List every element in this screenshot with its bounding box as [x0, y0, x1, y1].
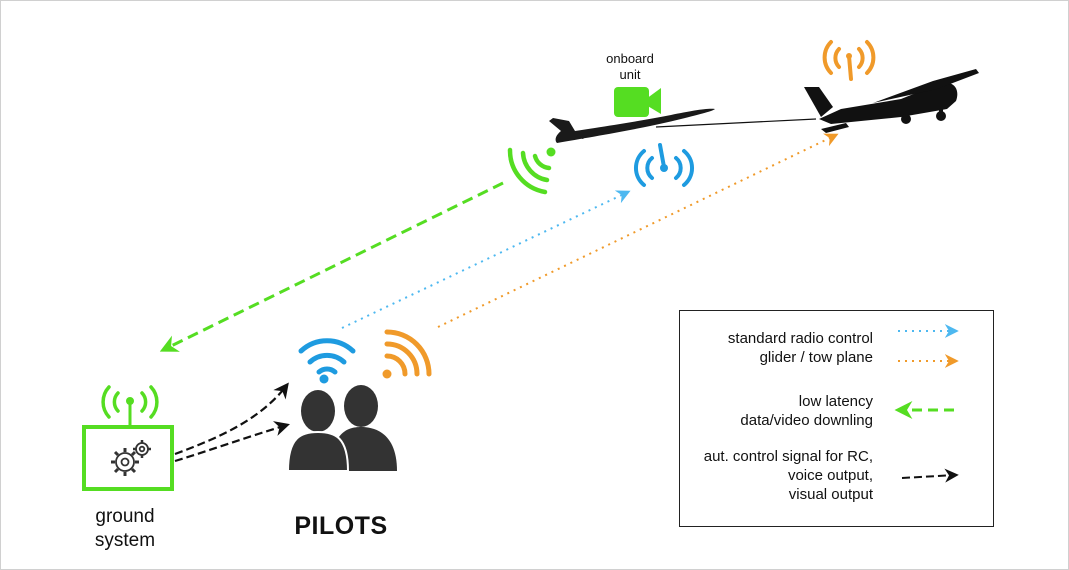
ground-system-label: ground system: [75, 505, 175, 553]
legend-entry-radio-line-1: standard radio control: [727, 330, 873, 347]
legend-entry-control-line-2: voice output,: [787, 467, 873, 484]
blue-radio-control-arrow: [341, 190, 631, 329]
legend-entry-downlink: low latency data/video downling: [740, 392, 873, 430]
legend: standard radio control glider / tow plan…: [679, 310, 994, 527]
wifi-icon-green: [507, 147, 556, 195]
gear-icon: [111, 440, 151, 476]
ground-system-box: [82, 385, 174, 491]
wifi-icon-blue: [298, 338, 356, 384]
camera-icon: [614, 87, 661, 117]
antenna-icon-glider: [633, 143, 695, 187]
legend-entry-control: aut. control signal for RC, voice output…: [704, 447, 873, 504]
legend-entry-downlink-line-1: low latency: [798, 393, 873, 410]
legend-entry-downlink-line-2: data/video downling: [740, 412, 873, 429]
pilot-icon: [286, 385, 397, 472]
pilots-label: PILOTS: [294, 512, 388, 540]
glider-icon: [549, 108, 715, 143]
ground-system-line-1: ground: [95, 506, 155, 527]
onboard-unit-line-1: onboard: [606, 51, 654, 66]
onboard-unit-label: onboard unit: [591, 51, 669, 83]
green-downlink-arrow: [159, 181, 504, 352]
ground-system-line-2: system: [94, 530, 156, 551]
black-control-arrow-upper: [174, 382, 289, 456]
wifi-icon-orange: [382, 329, 432, 379]
legend-entry-control-line-1: aut. control signal for RC,: [703, 448, 873, 465]
tow-rope: [655, 118, 817, 128]
legend-entry-radio-line-2: glider / tow plane: [759, 349, 873, 366]
legend-swatch-control-signal: [901, 468, 959, 483]
legend-entry-radio: standard radio control glider / tow plan…: [728, 329, 873, 367]
tow-plane-icon: [804, 69, 979, 133]
antenna-icon-tow-plane: [822, 40, 876, 81]
black-control-arrow-lower: [174, 421, 290, 463]
onboard-unit-line-2: unit: [619, 67, 641, 82]
legend-swatches: [894, 324, 959, 483]
legend-entry-control-line-3: visual output: [788, 486, 873, 503]
